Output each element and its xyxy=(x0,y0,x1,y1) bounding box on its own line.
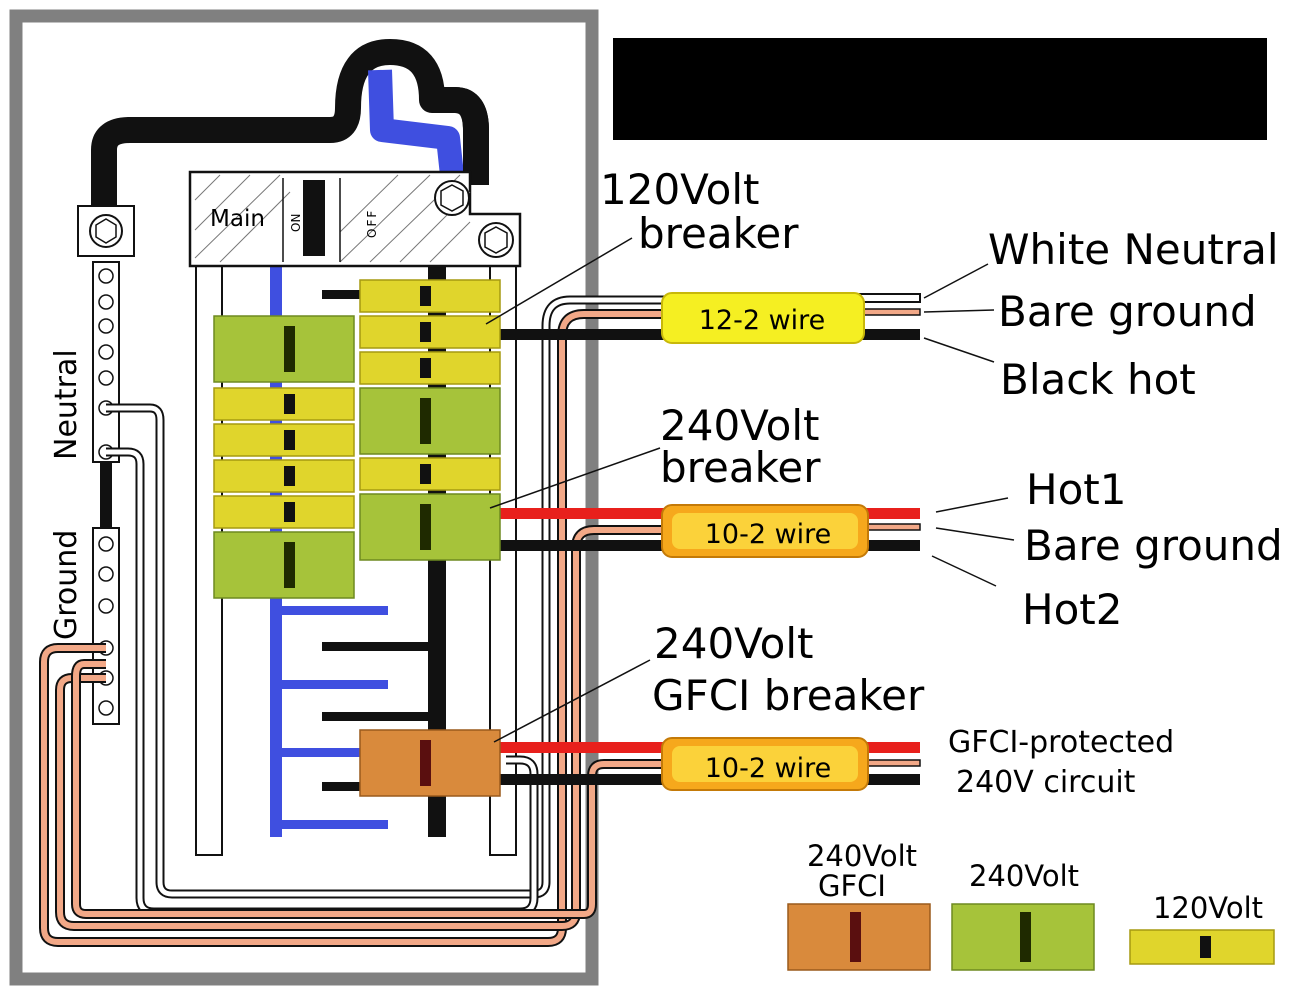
callout-120v-breaker-line1: 120Volt xyxy=(600,165,759,214)
cable-10-2-b xyxy=(661,737,869,791)
legend xyxy=(787,903,1275,971)
label-240v-circuit: 240V circuit xyxy=(956,765,1136,800)
main-breaker-on-label: ON xyxy=(289,214,303,232)
legend-label-gfci-line1: 240Volt xyxy=(807,839,917,873)
leader-lines xyxy=(485,237,1015,743)
neutral-ground-link xyxy=(100,462,112,528)
callout-240v-breaker-line2: breaker xyxy=(660,443,821,492)
ground-bar-label: Ground xyxy=(49,530,84,640)
label-white-neutral: White Neutral xyxy=(988,225,1279,274)
title: 240Volt and 120Volt circuits xyxy=(689,71,1222,115)
label-bare-ground-2: Bare ground xyxy=(1024,521,1283,570)
service-neutral-wire xyxy=(368,69,464,177)
ground-bar xyxy=(92,527,120,725)
main-breaker-label: Main xyxy=(210,206,265,232)
main-breaker-off-label: OFF xyxy=(365,209,379,238)
cable-12-2 xyxy=(661,292,865,344)
cable-tails xyxy=(859,293,921,785)
callout-gfci-breaker-line2: GFCI breaker xyxy=(652,671,925,720)
neutral-bar xyxy=(77,205,135,463)
ground-wires xyxy=(39,309,670,947)
callout-120v-breaker-line2: breaker xyxy=(638,209,799,258)
label-gfci-protected: GFCI-protected xyxy=(948,725,1174,760)
service-wire-right xyxy=(432,87,489,185)
cable-10-2-b-label: 10-2 wire xyxy=(705,753,832,784)
label-hot1: Hot1 xyxy=(1026,465,1126,514)
label-black-hot: Black hot xyxy=(1000,355,1196,404)
neutral-bar-label: Neutral xyxy=(49,349,84,460)
label-hot2: Hot2 xyxy=(1022,585,1122,634)
right-breakers xyxy=(359,279,501,797)
left-breakers xyxy=(213,315,355,599)
cable-10-2-a xyxy=(661,504,869,558)
legend-label-gfci-line2: GFCI xyxy=(818,869,886,903)
title-bar xyxy=(613,38,1267,140)
cable-10-2-a-label: 10-2 wire xyxy=(705,519,832,550)
label-bare-ground-1: Bare ground xyxy=(998,287,1257,336)
hot-wires xyxy=(500,329,670,785)
legend-label-240v: 240Volt xyxy=(969,859,1079,893)
callout-240v-breaker-line1: 240Volt xyxy=(660,401,819,450)
legend-label-120v: 120Volt xyxy=(1153,891,1263,925)
cable-12-2-label: 12-2 wire xyxy=(699,305,826,336)
main-breaker xyxy=(188,170,522,268)
callout-gfci-breaker-line1: 240Volt xyxy=(654,619,813,668)
